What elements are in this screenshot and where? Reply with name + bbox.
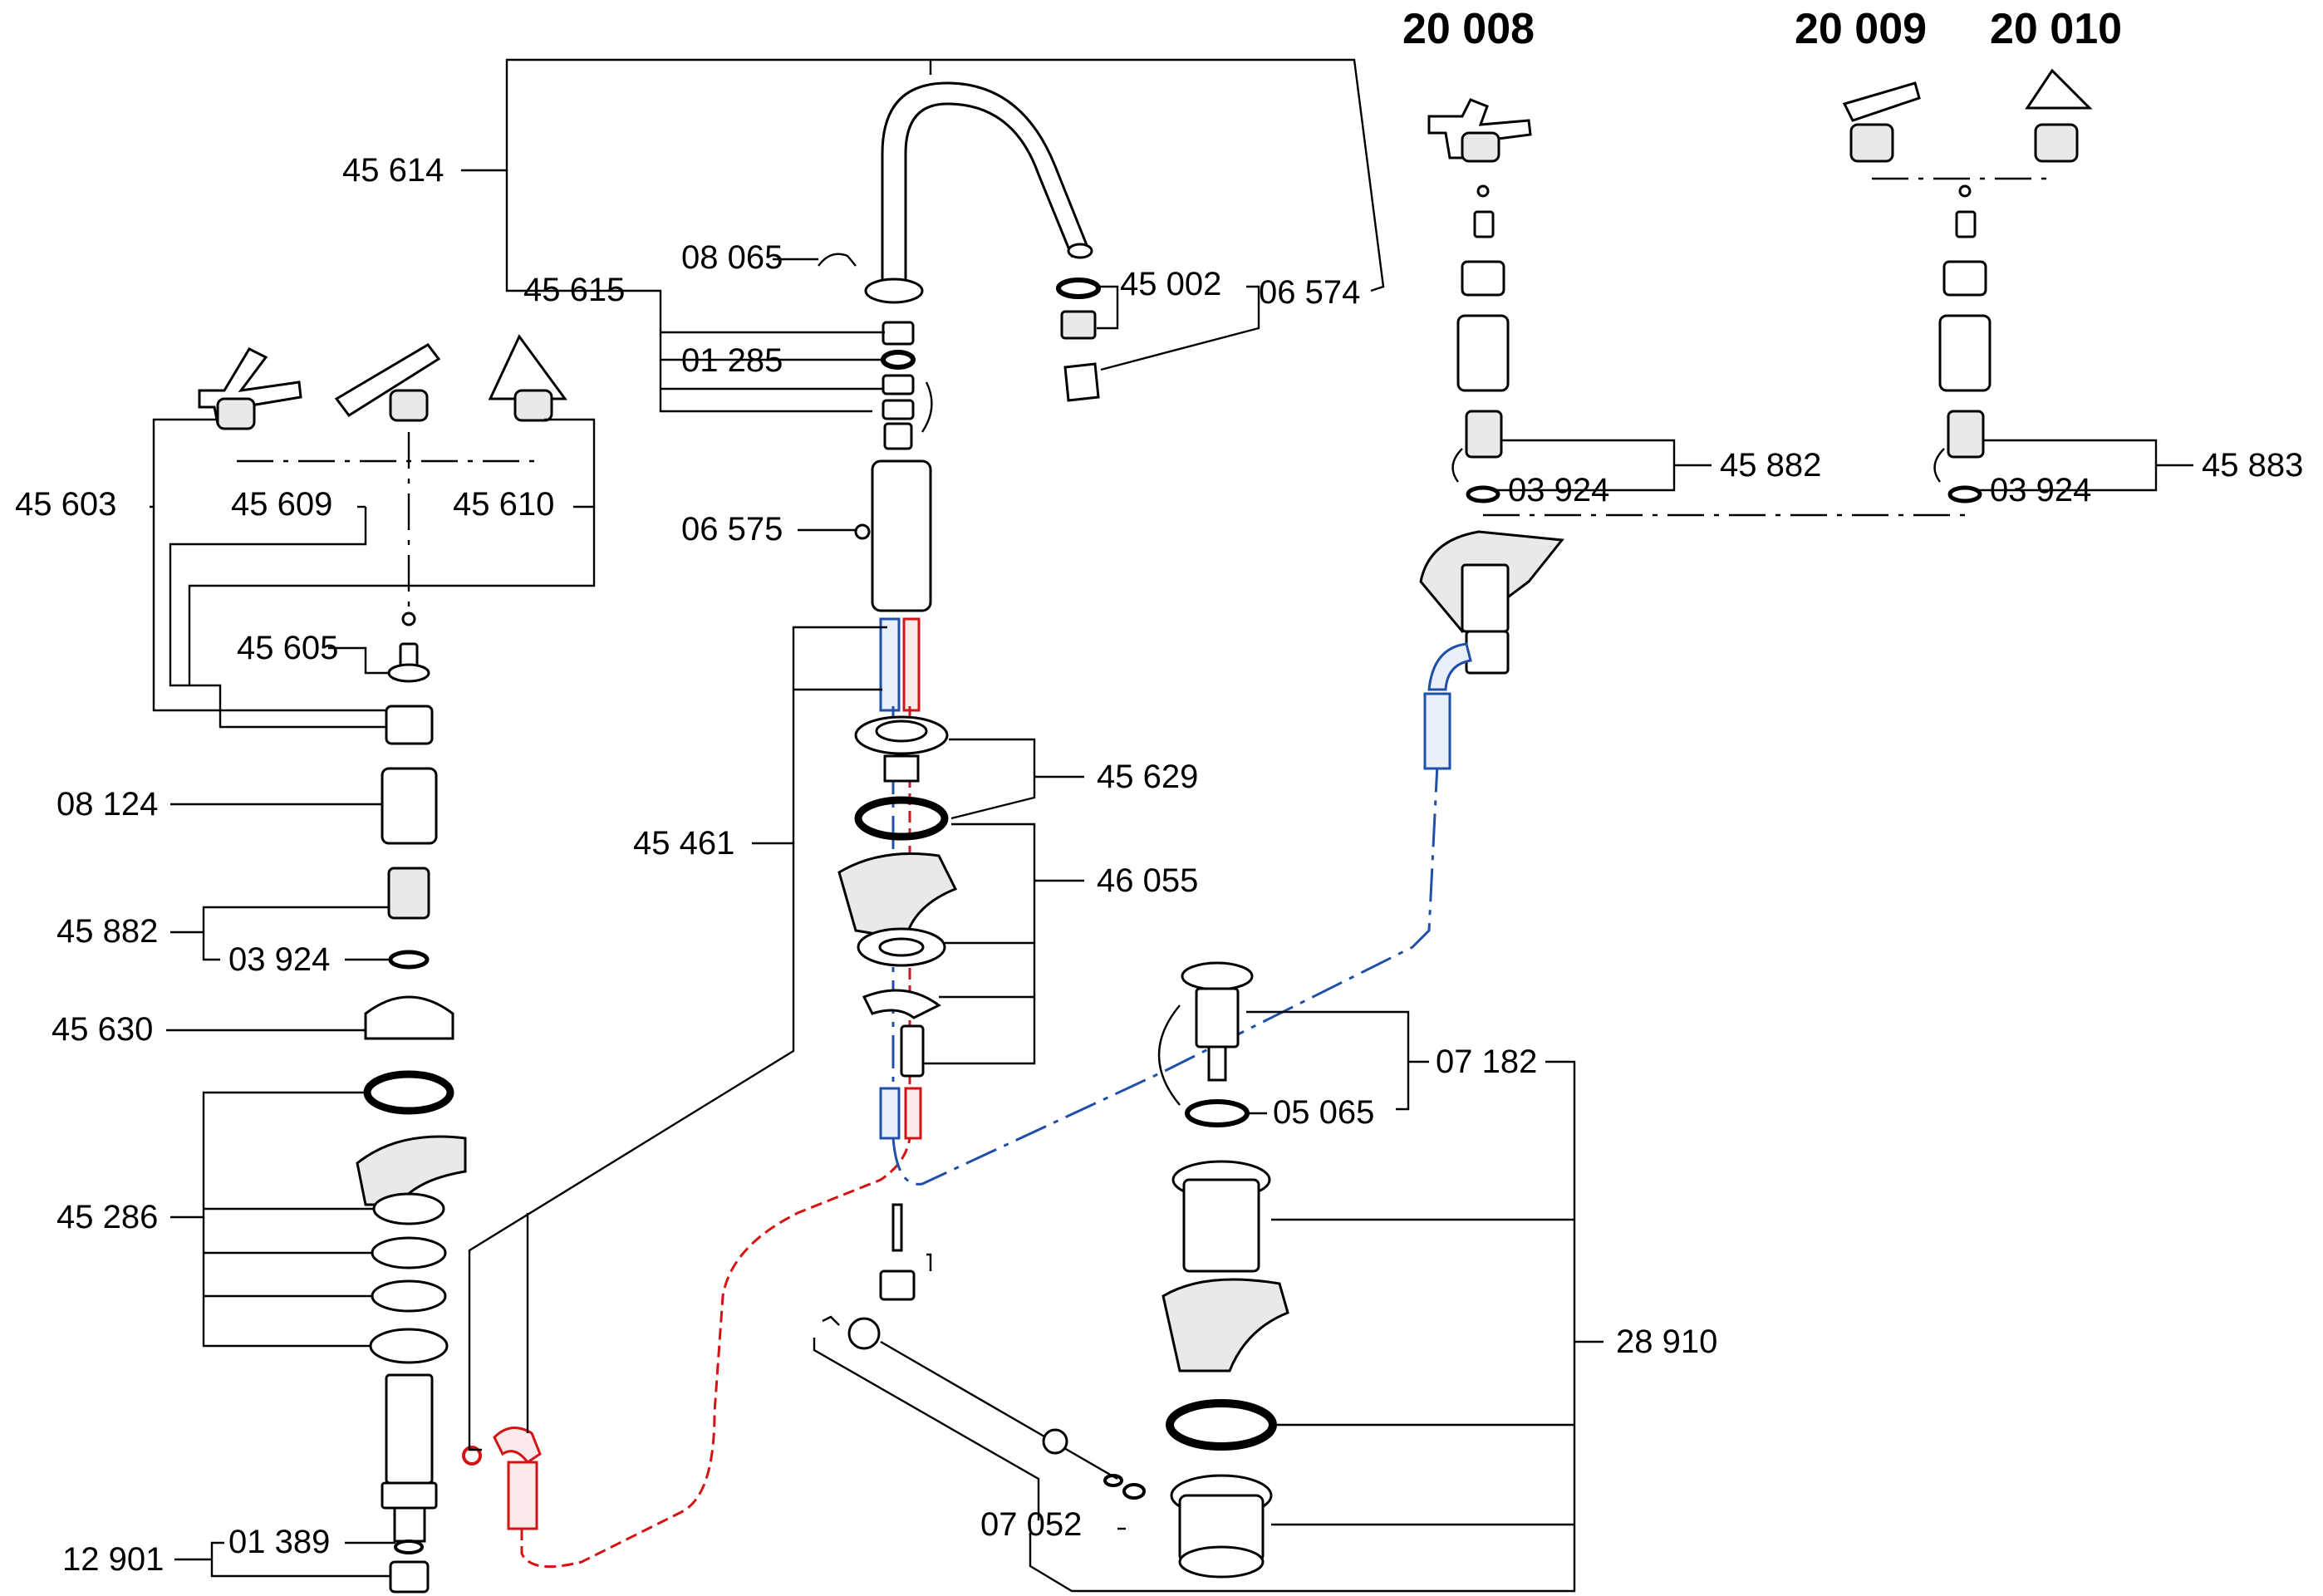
model-number-triangle: 20 010: [1990, 5, 2122, 53]
label-05065: 05 065: [1273, 1094, 1374, 1131]
label-45883: 45 883: [2202, 447, 2303, 484]
label-12901: 12 901: [62, 1541, 164, 1578]
leader-lines: [150, 58, 2193, 1593]
label-01389: 01 389: [228, 1524, 330, 1560]
left-handles: [198, 334, 567, 430]
label-08065: 08 065: [681, 239, 783, 276]
left-valve-parts: [356, 611, 467, 1594]
label-45286: 45 286: [56, 1199, 158, 1235]
spout-rings: [881, 321, 916, 450]
drain-assembly: [822, 961, 1289, 1579]
label-01285: 01 285: [681, 342, 783, 379]
clip-08065: [818, 253, 857, 267]
label-45002: 45 002: [1120, 266, 1221, 302]
mount-45629: [837, 715, 958, 1140]
label-45461: 45 461: [633, 825, 734, 862]
spout-body-06575: [854, 381, 933, 612]
label-45610: 45 610: [453, 486, 554, 523]
cold-water-path: [891, 730, 1447, 1186]
label-08124: 08 124: [56, 786, 158, 823]
label-07052: 07 052: [980, 1506, 1082, 1543]
model-number-lever: 20 009: [1795, 5, 1927, 53]
label-46055: 46 055: [1097, 862, 1198, 899]
label-45609: 45 609: [231, 486, 332, 523]
hot-elbow-left: [462, 1427, 542, 1530]
label-28910: 28 910: [1616, 1323, 1717, 1360]
label-45615: 45 615: [523, 272, 625, 308]
aerator-parts: [1056, 277, 1101, 402]
label-45882-left: 45 882: [56, 913, 158, 950]
valve-20008: [1419, 98, 1564, 770]
label-03924-right: 03 924: [1990, 472, 2091, 508]
label-45605: 45 605: [237, 630, 338, 666]
label-45882-right: 45 882: [1720, 447, 1821, 484]
model-number-cross: 20 008: [1402, 5, 1535, 53]
label-45603: 45 603: [15, 486, 116, 523]
label-03924-mid: 03 924: [1508, 472, 1609, 508]
spout-assembly: [864, 81, 1093, 304]
part-labels: 45 614 45 615 08 065 01 285 45 002 06 57…: [15, 152, 2303, 1578]
hot-water-path: [520, 1137, 911, 1569]
label-45614: 45 614: [342, 152, 444, 189]
label-06575: 06 575: [681, 511, 783, 548]
label-03924-left: 03 924: [228, 941, 330, 978]
label-45629: 45 629: [1097, 759, 1198, 795]
label-45630: 45 630: [52, 1011, 153, 1048]
label-07182: 07 182: [1436, 1044, 1537, 1080]
label-06574: 06 574: [1259, 274, 1360, 311]
valve-20009-20010: [1842, 68, 2093, 503]
